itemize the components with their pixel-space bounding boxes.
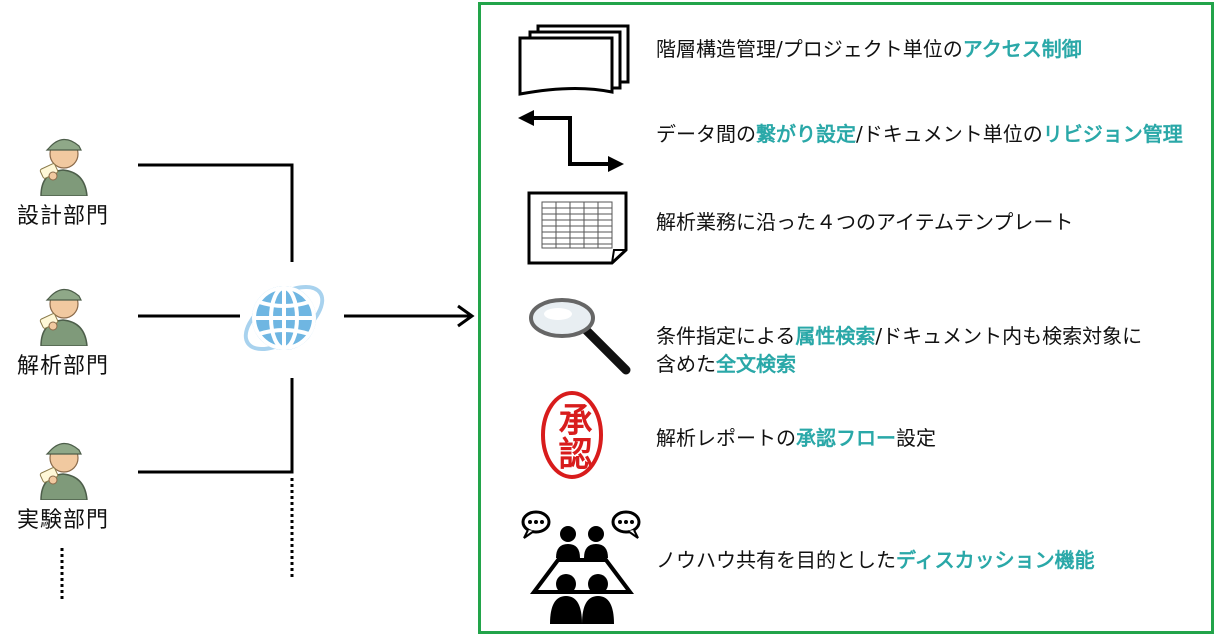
department-label: 解析部門	[16, 354, 109, 379]
magnifying-glass-icon	[529, 298, 631, 375]
feature-text: データ間の	[656, 122, 756, 146]
feature-text: 解析業務に沿った４つのアイテムテンプレート	[656, 210, 1074, 234]
department-design: 設計部門	[8, 128, 118, 230]
engineer-worker-icon	[39, 442, 88, 500]
department-experiment: 実験部門	[8, 432, 118, 534]
feature-text: /ドキュメント単位の	[856, 122, 1043, 146]
feature-text: 階層構造管理/プロジェクト単位の	[656, 37, 963, 61]
feature-templates: 解析業務に沿った４つのアイテムテンプレート	[656, 208, 1073, 236]
discussion-meeting-icon	[521, 510, 641, 624]
feature-highlight: 繋がり設定	[756, 122, 856, 146]
feature-access-control: 階層構造管理/プロジェクト単位のアクセス制御	[656, 35, 1082, 63]
feature-text: 含めた	[656, 352, 716, 376]
feature-search: 条件指定による属性検索/ドキュメント内も検索対象に 含めた全文検索	[656, 322, 1142, 378]
feature-text: 設定	[896, 426, 936, 450]
department-label: 実験部門	[16, 508, 109, 533]
feature-search-line1: 条件指定による属性検索/ドキュメント内も検索対象に	[656, 322, 1142, 350]
spreadsheet-template-icon	[527, 191, 628, 265]
feature-discussion: ノウハウ共有を目的としたディスカッション機能	[656, 546, 1095, 574]
feature-text: 条件指定による	[656, 324, 796, 348]
globe-network-icon	[243, 284, 325, 352]
department-analysis: 解析部門	[8, 278, 118, 380]
engineer-worker-icon	[39, 288, 88, 346]
feature-text: 解析レポートの	[656, 426, 796, 450]
bidirectional-arrow-icon	[518, 110, 624, 172]
feature-highlight: リビジョン管理	[1042, 122, 1183, 146]
department-label: 設計部門	[16, 204, 109, 229]
approval-stamp-icon: 承認	[540, 390, 604, 480]
feature-search-line2: 含めた全文検索	[656, 350, 1142, 378]
feature-panel	[478, 2, 1214, 634]
engineer-worker-icon	[39, 138, 88, 196]
feature-highlight: 全文検索	[716, 352, 796, 376]
network-lines	[60, 163, 475, 602]
feature-highlight: ディスカッション機能	[896, 548, 1095, 572]
documents-stack-icon	[518, 24, 630, 96]
feature-highlight: 承認フロー	[796, 426, 896, 450]
feature-text: ノウハウ共有を目的とした	[656, 548, 896, 572]
feature-highlight: アクセス制御	[962, 37, 1082, 61]
feature-highlight: 属性検索	[795, 324, 876, 348]
feature-text: /ドキュメント内も検索対象に	[875, 324, 1143, 348]
feature-approval-flow: 解析レポートの承認フロー設定	[656, 424, 936, 452]
stamp-text: 承認	[552, 402, 592, 470]
feature-link-revision: データ間の繋がり設定/ドキュメント単位のリビジョン管理	[656, 120, 1183, 148]
